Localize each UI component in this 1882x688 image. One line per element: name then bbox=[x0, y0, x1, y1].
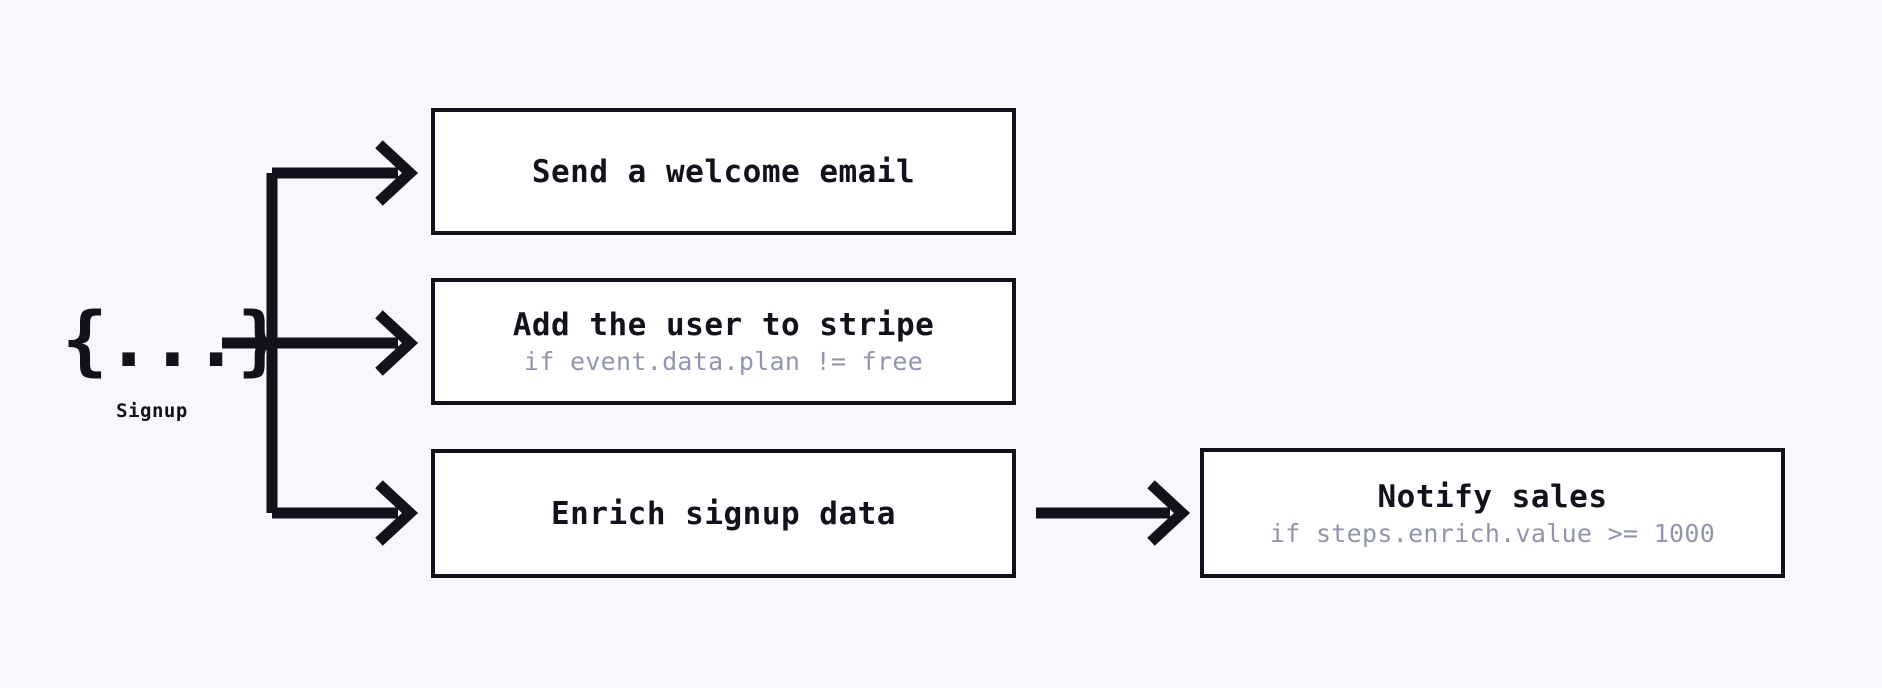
arrowhead-step-4 bbox=[1147, 480, 1191, 546]
step-node-notify-sales[interactable]: Notify sales if steps.enrich.value >= 10… bbox=[1200, 448, 1785, 578]
step-title: Send a welcome email bbox=[531, 153, 916, 190]
arrowhead-step-2 bbox=[375, 310, 419, 376]
step-title: Add the user to stripe bbox=[512, 307, 935, 343]
step-condition: if event.data.plan != free bbox=[523, 347, 924, 376]
step-condition: if steps.enrich.value >= 1000 bbox=[1269, 518, 1716, 548]
step-node-add-the-user-to-stripe[interactable]: Add the user to stripe if event.data.pla… bbox=[431, 278, 1016, 405]
arrowhead-step-1 bbox=[375, 140, 419, 206]
arrowhead-step-3 bbox=[375, 480, 419, 546]
step-title: Notify sales bbox=[1377, 478, 1608, 515]
step-node-enrich-signup-data[interactable]: Enrich signup data bbox=[431, 449, 1016, 578]
json-event-icon: {...} bbox=[62, 295, 283, 384]
step-title: Enrich signup data bbox=[551, 495, 896, 532]
trigger-label: Signup bbox=[116, 400, 188, 422]
step-node-send-a-welcome-email[interactable]: Send a welcome email bbox=[431, 108, 1016, 235]
trigger-node[interactable]: {...} Signup bbox=[62, 292, 283, 422]
